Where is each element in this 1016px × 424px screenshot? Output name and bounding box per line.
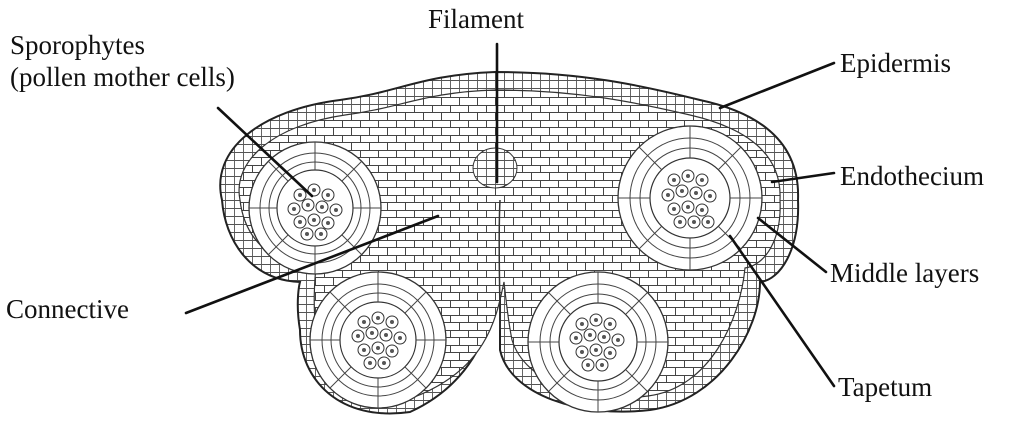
pollen-sac-upper-left <box>249 142 381 274</box>
filament-vascular-bundle <box>473 148 517 188</box>
connective-groove <box>499 200 500 330</box>
label-epidermis: Epidermis <box>840 48 951 78</box>
label-middle-layers: Middle layers <box>830 258 979 288</box>
leader-line-epidermis <box>720 63 834 108</box>
pollen-sac-upper-right <box>618 126 762 270</box>
anther-body <box>220 72 798 413</box>
pollen-sac-lower-right <box>528 272 668 412</box>
label-tapetum: Tapetum <box>838 372 932 402</box>
label-filament: Filament <box>428 4 524 34</box>
label-sporophytes-line2: (pollen mother cells) <box>10 62 235 92</box>
pollen-sac-lower-left <box>310 272 446 408</box>
label-sporophytes-line1: Sporophytes <box>10 30 145 60</box>
label-connective: Connective <box>6 294 129 324</box>
label-endothecium: Endothecium <box>840 161 984 191</box>
